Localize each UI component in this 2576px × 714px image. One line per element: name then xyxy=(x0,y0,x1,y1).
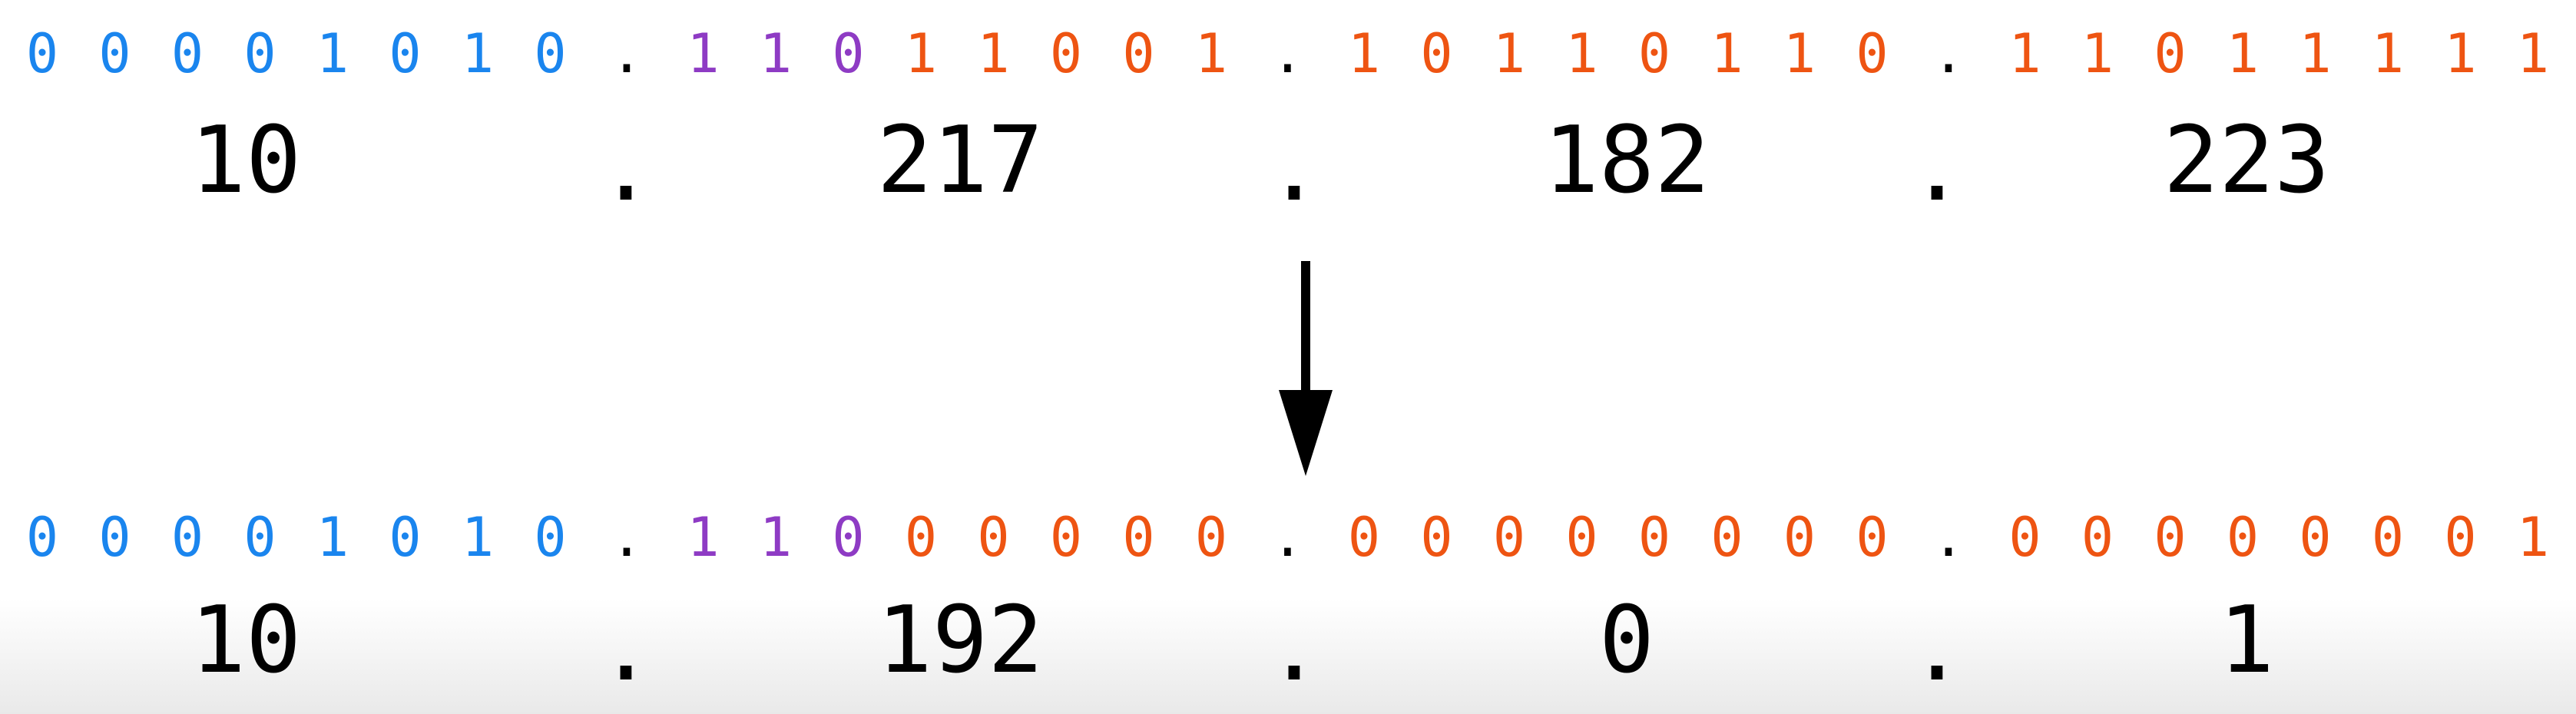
binary-digit: 1 xyxy=(1565,22,1598,85)
decimal-separator-dot: . xyxy=(598,595,654,702)
binary-digit: 0 xyxy=(1637,506,1671,569)
binary-digit: 0 xyxy=(534,506,567,569)
binary-separator-dot: . xyxy=(1932,506,1965,569)
binary-digit: 0 xyxy=(243,506,276,569)
binary-digit: 0 xyxy=(2371,506,2405,569)
binary-digit: 0 xyxy=(1347,506,1381,569)
binary-digit: 1 xyxy=(2226,22,2260,85)
binary-separator-dot: . xyxy=(1271,22,1304,85)
binary-digit: 0 xyxy=(1049,22,1083,85)
binary-digit: 1 xyxy=(2444,22,2477,85)
binary-digit: 0 xyxy=(2299,506,2332,569)
binary-digit: 0 xyxy=(389,506,422,569)
decimal-octet: 192 xyxy=(876,587,1044,694)
decimal-octet: 10 xyxy=(190,587,302,694)
binary-digit: 1 xyxy=(2008,22,2041,85)
decimal-octet: 182 xyxy=(1543,107,1710,214)
binary-digit: 0 xyxy=(1122,22,1155,85)
decimal-separator-dot: . xyxy=(1909,115,1965,222)
decimal-separator-dot: . xyxy=(1266,115,1323,222)
binary-digit: 1 xyxy=(461,506,495,569)
binary-digit: 0 xyxy=(1122,506,1155,569)
binary-digit: 1 xyxy=(461,22,495,85)
binary-digit: 1 xyxy=(759,22,793,85)
binary-digit: 1 xyxy=(687,22,720,85)
binary-digit: 0 xyxy=(2008,506,2041,569)
binary-digit: 0 xyxy=(1637,22,1671,85)
binary-digit: 0 xyxy=(2081,506,2114,569)
binary-digit: 1 xyxy=(316,506,349,569)
binary-digit: 1 xyxy=(904,22,938,85)
binary-digit: 1 xyxy=(1783,22,1816,85)
binary-digit: 1 xyxy=(977,22,1010,85)
decimal-separator-dot: . xyxy=(1909,595,1965,702)
binary-digit: 1 xyxy=(2299,22,2332,85)
binary-digit: 1 xyxy=(759,506,793,569)
binary-digit: 0 xyxy=(977,506,1010,569)
binary-digit: 0 xyxy=(98,22,131,85)
binary-digit: 1 xyxy=(2516,506,2550,569)
binary-separator-dot: . xyxy=(1932,22,1965,85)
binary-digit: 0 xyxy=(1856,506,1889,569)
binary-digit: 0 xyxy=(243,22,276,85)
binary-digit: 1 xyxy=(316,22,349,85)
binary-separator-dot: . xyxy=(1271,506,1304,569)
binary-digit: 0 xyxy=(1049,506,1083,569)
binary-digit: 0 xyxy=(904,506,938,569)
binary-digit: 1 xyxy=(2516,22,2550,85)
binary-digit: 0 xyxy=(1783,506,1816,569)
binary-digit: 0 xyxy=(25,506,59,569)
binary-digit: 1 xyxy=(1347,22,1381,85)
binary-digit: 1 xyxy=(1194,22,1228,85)
binary-digit: 0 xyxy=(1420,22,1453,85)
binary-digit: 0 xyxy=(534,22,567,85)
binary-digit: 0 xyxy=(2154,506,2187,569)
decimal-octet: 10 xyxy=(190,107,302,214)
binary-digit: 0 xyxy=(832,506,865,569)
binary-separator-dot: . xyxy=(610,22,644,85)
down-arrow-icon xyxy=(1279,261,1333,476)
background-bottom xyxy=(0,599,2576,714)
binary-digit: 1 xyxy=(2081,22,2114,85)
binary-separator-dot: . xyxy=(610,506,644,569)
binary-digit: 1 xyxy=(1710,22,1743,85)
binary-digit: 0 xyxy=(389,22,422,85)
binary-digit: 0 xyxy=(25,22,59,85)
binary-digit: 0 xyxy=(2226,506,2260,569)
decimal-octet: 1 xyxy=(2218,587,2275,694)
decimal-separator-dot: . xyxy=(1266,595,1323,702)
binary-digit: 0 xyxy=(1194,506,1228,569)
binary-digit: 0 xyxy=(171,506,204,569)
binary-digit: 0 xyxy=(2444,506,2477,569)
binary-digit: 0 xyxy=(832,22,865,85)
binary-digit: 1 xyxy=(1492,22,1526,85)
binary-digit: 0 xyxy=(1856,22,1889,85)
decimal-octet: 0 xyxy=(1598,587,1655,694)
binary-digit: 0 xyxy=(171,22,204,85)
binary-digit: 1 xyxy=(687,506,720,569)
decimal-octet: 217 xyxy=(876,107,1044,214)
binary-digit: 0 xyxy=(1710,506,1743,569)
background-top xyxy=(0,0,2576,599)
decimal-separator-dot: . xyxy=(598,115,654,222)
binary-digit: 0 xyxy=(2154,22,2187,85)
decimal-octet: 223 xyxy=(2163,107,2330,214)
binary-digit: 0 xyxy=(1420,506,1453,569)
binary-digit: 0 xyxy=(98,506,131,569)
binary-digit: 0 xyxy=(1565,506,1598,569)
binary-digit: 1 xyxy=(2371,22,2405,85)
binary-digit: 0 xyxy=(1492,506,1526,569)
